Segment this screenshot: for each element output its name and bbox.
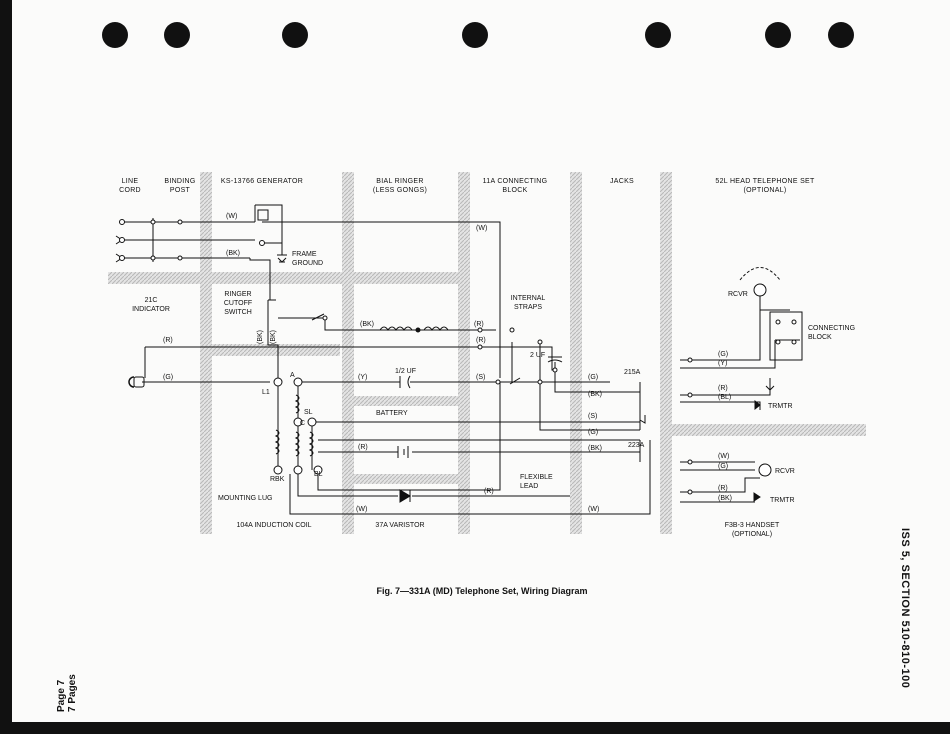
label-indicator-2: INDICATOR <box>132 306 170 313</box>
wire-code: (S) <box>476 374 485 381</box>
label-handset: F3B-3 HANDSET <box>725 522 780 529</box>
label-terminal-c: C <box>300 420 305 427</box>
header-binding-post-2: POST <box>170 187 191 194</box>
label-mounting-lug: MOUNTING LUG <box>218 495 272 502</box>
wire-code: (BK) <box>588 391 602 398</box>
label-trmtr-handset: TRMTR <box>770 497 795 504</box>
label-rcvr-handset: RCVR <box>775 468 795 475</box>
wire-code: (BK) <box>270 330 277 344</box>
label-internal-straps-2: STRAPS <box>514 304 542 311</box>
label-jack-215a: 215A <box>624 369 641 376</box>
label-terminal-rbk: RBK <box>270 476 285 483</box>
punch-hole <box>765 22 791 48</box>
label-capacitor-half: 1/2 UF <box>395 368 416 375</box>
wire-code: (W) <box>476 225 487 232</box>
header-generator: KS-13766 GENERATOR <box>221 178 303 185</box>
punch-hole <box>164 22 190 48</box>
wire-code: (Y) <box>358 374 367 381</box>
wire-code: (W) <box>226 213 237 220</box>
wire-code: (G) <box>163 374 173 381</box>
label-handset-2: (OPTIONAL) <box>732 531 772 538</box>
label-ringer-cutoff-2: CUTOFF <box>224 300 252 307</box>
label-jack-223a: 223A <box>628 442 645 449</box>
header-connecting-block-2: BLOCK <box>502 187 527 194</box>
scan-edge-left <box>0 0 12 734</box>
label-frame-ground: FRAME <box>292 251 317 258</box>
label-terminal-bl: BL <box>314 471 323 478</box>
label-frame-ground-2: GROUND <box>292 260 323 267</box>
wire-code: (R) <box>163 337 173 344</box>
header-connecting-block: 11A CONNECTING <box>483 178 548 185</box>
label-varistor: 37A VARISTOR <box>375 522 424 529</box>
wire-code: (R) <box>484 488 494 495</box>
label-flexible-lead: FLEXIBLE <box>520 474 553 481</box>
header-head-set: 52L HEAD TELEPHONE SET <box>715 178 815 185</box>
punch-hole <box>828 22 854 48</box>
header-ringer-2: (LESS GONGS) <box>373 187 427 194</box>
wire-code: (BK) <box>226 250 240 257</box>
wire-code: (Y) <box>718 360 727 367</box>
label-battery: BATTERY <box>376 410 408 417</box>
wire-code: (G) <box>588 374 598 381</box>
label-terminal-l1: L1 <box>262 389 270 396</box>
column-headers: LINE CORD BINDING POST KS-13766 GENERATO… <box>119 178 815 194</box>
wire-code-labels: (W) (W) (BK) (BK) (R) (R) (R) (G) (Y) (S… <box>163 213 732 513</box>
wire-code: (W) <box>588 506 599 513</box>
label-terminal-sl: SL <box>304 409 313 416</box>
wire-code: (R) <box>718 385 728 392</box>
rotated-wire-codes: (BK) (BK) <box>257 330 277 344</box>
punch-hole <box>462 22 488 48</box>
label-connecting-block-52l-2: BLOCK <box>808 334 832 341</box>
label-terminal-a: A <box>290 372 295 379</box>
header-jacks: JACKS <box>610 178 634 185</box>
header-binding-post: BINDING <box>164 178 195 185</box>
components <box>119 209 803 503</box>
label-flexible-lead-2: LEAD <box>520 483 538 490</box>
page-count: 7 Pages <box>67 674 78 712</box>
label-ringer-cutoff: RINGER <box>224 291 251 298</box>
figure-caption: Fig. 7—331A (MD) Telephone Set, Wiring D… <box>377 586 588 596</box>
scan-edge-bottom <box>0 722 950 734</box>
wire-code: (S) <box>588 413 597 420</box>
label-rcvr-52l: RCVR <box>728 291 748 298</box>
header-ringer: BIAL RINGER <box>376 178 423 185</box>
wire-code: (R) <box>718 485 728 492</box>
header-head-set-2: (OPTIONAL) <box>743 187 786 194</box>
wire-code: (BK) <box>257 330 264 344</box>
punch-hole <box>102 22 128 48</box>
wire-code: (R) <box>358 444 368 451</box>
page-label: Page 7 7 Pages <box>56 674 78 712</box>
label-capacitor-2uf: 2 UF <box>530 352 545 359</box>
wire-code: (R) <box>474 321 484 328</box>
punch-hole <box>282 22 308 48</box>
header-line-cord: LINE <box>122 178 139 185</box>
label-trmtr-52l: TRMTR <box>768 403 793 410</box>
wire-code: (W) <box>356 506 367 513</box>
panel-bands <box>108 172 866 534</box>
page-number: Page 7 <box>56 679 67 712</box>
wire-code: (BL) <box>718 394 731 401</box>
punch-hole <box>645 22 671 48</box>
wire-code: (BK) <box>718 495 732 502</box>
label-connecting-block-52l: CONNECTING <box>808 325 855 332</box>
label-induction-coil: 104A INDUCTION COIL <box>236 522 311 529</box>
wire-code: (BK) <box>360 321 374 328</box>
wire-code: (G) <box>588 429 598 436</box>
wire-code: (BK) <box>588 445 602 452</box>
header-line-cord-2: CORD <box>119 187 141 194</box>
wire-code: (G) <box>718 351 728 358</box>
wire-code: (W) <box>718 453 729 460</box>
label-indicator: 21C <box>145 297 158 304</box>
wire-code: (G) <box>718 463 728 470</box>
component-labels: FRAME GROUND 21C INDICATOR RINGER CUTOFF… <box>132 251 855 538</box>
section-label: ISS 5, SECTION 510-810-100 <box>899 528 911 689</box>
label-internal-straps: INTERNAL <box>511 295 546 302</box>
wire-code: (R) <box>476 337 486 344</box>
label-ringer-cutoff-3: SWITCH <box>224 309 252 316</box>
